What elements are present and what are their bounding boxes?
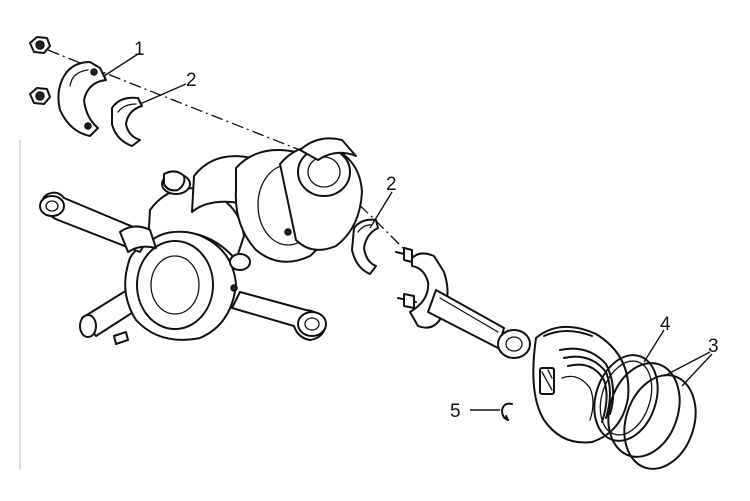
- piston: [532, 325, 630, 444]
- connecting-rod-installed-rear: [39, 191, 157, 253]
- callout-2-upper: 2: [186, 70, 197, 91]
- bearing-shell-lower: [351, 218, 379, 275]
- crankshaft: [79, 137, 363, 345]
- leader-line-1: [103, 53, 139, 77]
- rear-cap-stud: [163, 170, 186, 192]
- leader-line-3b: [681, 353, 713, 387]
- leader-line-2a: [139, 83, 187, 105]
- connecting-rod-exploded: [395, 247, 531, 359]
- callout-5: 5: [450, 401, 461, 422]
- cap-nut-upper: [29, 36, 51, 54]
- piston-ring-oil: [593, 354, 659, 442]
- piston-pin-circlip: [501, 402, 513, 421]
- leader-line-4: [643, 329, 665, 363]
- leader-line-2b: [369, 191, 393, 229]
- leader-line-3a: [663, 351, 711, 377]
- callout-3: 3: [708, 336, 719, 357]
- callout-1: 1: [134, 39, 145, 60]
- callout-4: 4: [660, 314, 671, 335]
- piston-ring-2: [623, 374, 697, 470]
- bearing-shell-upper: [111, 96, 143, 147]
- callout-2-lower: 2: [386, 174, 397, 195]
- connecting-rod-cap: [57, 61, 107, 137]
- connecting-rod-installed-front: [231, 291, 327, 341]
- cap-nut-lower: [29, 87, 51, 105]
- piston-ring-1: [607, 362, 681, 458]
